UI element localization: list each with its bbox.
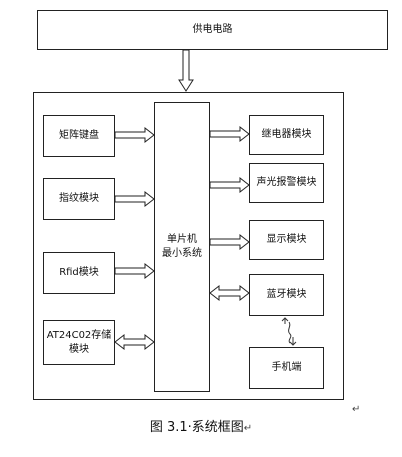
power-supply-label: 供电电路 bbox=[192, 24, 233, 35]
wireless-link-icon bbox=[281, 317, 297, 346]
system-frame bbox=[33, 92, 344, 400]
bluetooth-module-box: 蓝牙模块 bbox=[249, 274, 324, 316]
fingerprint-to-mcu-arrow bbox=[114, 190, 155, 208]
phone-box: 手机端 bbox=[249, 347, 324, 389]
alarm-module-label: 声光报警模块 bbox=[256, 177, 317, 188]
fingerprint-module-box: 指纹模块 bbox=[43, 178, 115, 220]
eeprom-module-box: AT24C02存储模块 bbox=[43, 320, 115, 365]
figure-caption-text: 图 3.1·系统框图 bbox=[149, 420, 244, 435]
figure-caption: 图 3.1·系统框图↵ bbox=[0, 416, 402, 435]
alarm-module-box: 声光报警模块 bbox=[249, 163, 324, 203]
mcu-to-relay-arrow bbox=[209, 125, 250, 143]
power-supply-box: 供电电路 bbox=[37, 10, 388, 50]
keypad-to-mcu-arrow bbox=[114, 126, 155, 144]
caption-return-mark: ↵ bbox=[243, 423, 253, 434]
mcu-label-line1: 单片机 bbox=[167, 234, 197, 245]
mcu-to-alarm-arrow bbox=[209, 176, 250, 194]
matrix-keypad-box: 矩阵键盘 bbox=[43, 115, 115, 157]
relay-module-label: 继电器模块 bbox=[261, 129, 312, 140]
mcu-label-line2: 最小系统 bbox=[162, 248, 202, 259]
mcu-to-display-arrow bbox=[209, 233, 250, 251]
mcu-bluetooth-double-arrow bbox=[209, 284, 250, 302]
return-mark-right: ↵ bbox=[352, 404, 361, 415]
mcu-box: 单片机 最小系统 bbox=[154, 102, 210, 392]
rfid-module-box: Rfid模块 bbox=[43, 252, 115, 294]
rfid-module-label: Rfid模块 bbox=[59, 267, 99, 278]
display-module-box: 显示模块 bbox=[249, 220, 324, 260]
eeprom-module-label: AT24C02存储模块 bbox=[46, 329, 112, 355]
bluetooth-module-label: 蓝牙模块 bbox=[266, 289, 307, 300]
relay-module-box: 继电器模块 bbox=[249, 115, 324, 155]
rfid-to-mcu-arrow bbox=[114, 262, 155, 280]
matrix-keypad-label: 矩阵键盘 bbox=[59, 130, 99, 141]
fingerprint-module-label: 指纹模块 bbox=[59, 193, 99, 204]
phone-label: 手机端 bbox=[271, 362, 302, 373]
display-module-label: 显示模块 bbox=[266, 234, 307, 245]
power-down-arrow bbox=[178, 49, 194, 92]
eeprom-mcu-double-arrow bbox=[114, 333, 155, 351]
